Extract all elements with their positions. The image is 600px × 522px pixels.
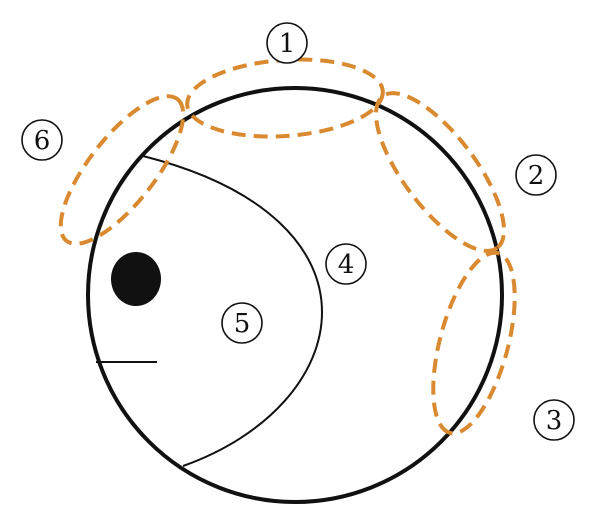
outer-circle <box>86 86 504 504</box>
label-3-text: 3 <box>546 406 563 436</box>
label-6: 6 <box>21 119 63 161</box>
label-4: 4 <box>325 243 367 285</box>
label-3: 3 <box>533 399 575 441</box>
label-1: 1 <box>266 22 308 64</box>
dashed-region-3 <box>431 250 517 436</box>
dashed-region-2 <box>374 91 506 253</box>
label-1-text: 1 <box>279 29 296 59</box>
dashed-region-6 <box>58 94 186 246</box>
inner-arc <box>142 155 323 467</box>
label-5: 5 <box>221 302 263 344</box>
label-2-text: 2 <box>528 161 545 191</box>
label-6-text: 6 <box>34 126 51 156</box>
filled-dot <box>111 252 161 306</box>
label-5-text: 5 <box>234 309 251 339</box>
label-4-text: 4 <box>338 250 355 280</box>
label-2: 2 <box>515 154 557 196</box>
